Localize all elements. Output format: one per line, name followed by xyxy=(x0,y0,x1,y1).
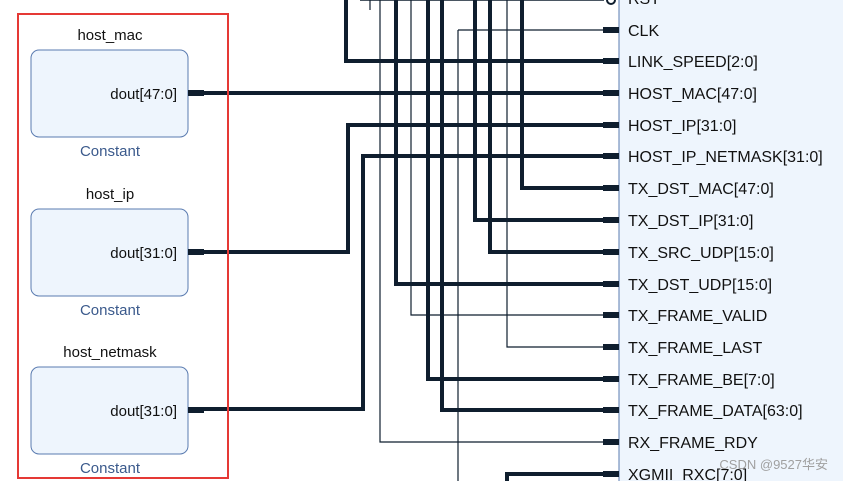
pin-stub xyxy=(603,122,619,128)
constant-block[interactable]: host_ip dout[31:0] Constant xyxy=(30,186,204,319)
constant-blocks: host_mac dout[47:0] Constant host_ip dout[31… xyxy=(30,27,204,477)
pin-label: HOST_MAC[47:0] xyxy=(628,86,757,103)
constant-block[interactable]: host_netmask dout[31:0] Constant xyxy=(30,344,204,477)
pin-label: TX_FRAME_VALID xyxy=(628,308,767,325)
watermark-text: CSDN @9527华安 xyxy=(719,457,828,472)
pin-stub xyxy=(603,90,619,96)
pin-stub xyxy=(603,58,619,64)
pin-label: TX_FRAME_LAST xyxy=(628,340,762,357)
pin-stubs xyxy=(603,27,619,477)
output-pin-stub xyxy=(188,407,204,413)
pin-label: XGMII_RXC[7:0] xyxy=(628,467,747,481)
port-label: dout[47:0] xyxy=(110,86,177,103)
pin-stub xyxy=(603,281,619,287)
pin-label: TX_DST_UDP[15:0] xyxy=(628,277,772,294)
pin-stub xyxy=(603,27,619,33)
wire-tx-frame-last xyxy=(506,0,606,348)
pin-label: TX_DST_IP[31:0] xyxy=(628,213,753,230)
output-pin-stub xyxy=(188,90,204,96)
pin-stub xyxy=(603,185,619,191)
wire-rx-frame-rdy xyxy=(379,0,606,443)
pin-stub xyxy=(603,312,619,318)
wire-tx-frame-valid xyxy=(410,0,606,316)
constant-block[interactable]: host_mac dout[47:0] Constant xyxy=(30,27,204,160)
wire-tx-frame-data xyxy=(440,0,606,412)
pin-label: RX_FRAME_RDY xyxy=(628,435,758,452)
port-label: dout[31:0] xyxy=(110,245,177,262)
pin-stub xyxy=(603,249,619,255)
output-pin-stub xyxy=(188,249,204,255)
block-kind-label: Constant xyxy=(80,302,141,319)
block-title: host_netmask xyxy=(63,344,157,361)
wire-host-netmask xyxy=(204,154,606,411)
pin-label: TX_SRC_UDP[15:0] xyxy=(628,245,774,262)
block-kind-label: Constant xyxy=(80,143,141,160)
pin-label: HOST_IP[31:0] xyxy=(628,118,737,135)
routing-wires xyxy=(204,0,606,481)
pin-stub xyxy=(603,439,619,445)
wire-xgmii-rxc xyxy=(505,472,606,481)
pin-label: LINK_SPEED[2:0] xyxy=(628,54,758,71)
wire-tx-dst-ip xyxy=(473,0,606,222)
pin-label: RST xyxy=(628,0,660,8)
rst-inverted-pin-icon xyxy=(606,0,616,5)
pin-label: HOST_IP_NETMASK[31:0] xyxy=(628,149,823,166)
wire-tx-dst-udp xyxy=(394,0,606,286)
block-kind-label: Constant xyxy=(80,460,141,477)
pin-label: TX_FRAME_DATA[63:0] xyxy=(628,403,803,420)
right-ip-block[interactable] xyxy=(618,0,843,481)
pin-label: TX_DST_MAC[47:0] xyxy=(628,181,774,198)
wire-tx-frame-be xyxy=(426,0,606,381)
block-title: host_mac xyxy=(77,27,143,44)
pin-label: CLK xyxy=(628,23,659,40)
port-label: dout[31:0] xyxy=(110,403,177,420)
pin-label: TX_FRAME_BE[7:0] xyxy=(628,372,775,389)
pin-stub xyxy=(603,376,619,382)
pin-stub xyxy=(603,153,619,159)
pin-stub xyxy=(603,217,619,223)
highlight-frame xyxy=(17,13,229,479)
pin-stub xyxy=(603,471,619,477)
wire-tx-src-udp xyxy=(488,0,606,254)
wire-link-speed xyxy=(344,0,606,63)
pin-stub xyxy=(603,344,619,350)
wire-tx-dst-mac xyxy=(520,0,606,190)
pin-labels: RST CLK LINK_SPEED[2:0] HOST_MAC[47:0] HOST_… xyxy=(628,0,823,481)
pin-stub xyxy=(603,407,619,413)
block-title: host_ip xyxy=(86,186,134,203)
